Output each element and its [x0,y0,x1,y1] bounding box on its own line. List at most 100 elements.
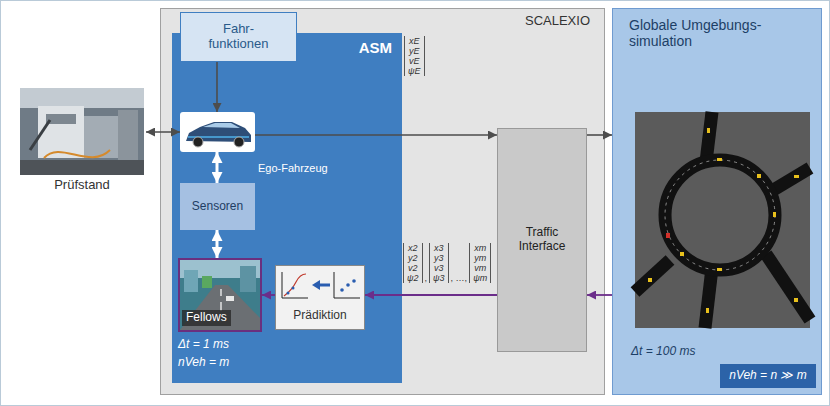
scene-building [240,266,256,292]
text-holder: Δt = 1 ms [178,338,229,352]
node-label: ASM [359,39,392,56]
connector-arrow [255,134,497,136]
photo-floor [20,160,144,175]
node-label: Globale Umgebungs- simulation [629,17,784,49]
vector-group: xE yE vE ψE [404,36,425,76]
map-vehicle [757,174,761,178]
map-vehicle [707,128,710,133]
map-vehicle [773,212,776,217]
scene-car [226,296,234,301]
map-road [770,168,810,192]
car-wheel [193,137,203,147]
chart-dot [292,287,295,290]
text-holder: SCALEXIO [525,14,590,29]
vector-group: x2 y2 v2 ψ2,x3 y3 v3 ψ3, …,xm ym vm ψm [403,243,491,283]
icon-arrowhead [312,280,320,290]
node-label: nVeh = m [178,356,229,370]
lane-mark [665,160,775,270]
bench-photo [20,88,144,175]
text-holder: Ego-Fahrzeug [258,162,328,175]
state-vector: xE yE vE ψE [404,36,425,76]
connector-arrow [216,152,219,183]
separator: , …, [451,273,468,283]
scene-ground [180,260,260,330]
photo-ceiling [20,88,144,108]
text-holder: Traffic Interface [498,129,586,351]
machine-part [84,116,118,158]
prediction-icon [282,272,360,298]
machine-part [38,106,84,158]
node-label: Fahr- funktionen [199,22,279,52]
connector-arrow [365,294,497,296]
connector-arrow [587,294,612,296]
lane-mark [220,289,221,311]
node-label: Prüfstand [54,178,110,193]
connector-arrow [587,134,612,136]
car-picture [186,122,251,147]
chart-axes [334,272,360,298]
map-vehicle [648,278,652,282]
node-label: Fellows [182,310,231,326]
cable [30,120,50,150]
cable [44,150,110,158]
car-window [203,123,240,128]
map-vehicle [717,268,722,271]
state-vector: x3 y3 v3 ψ3 [429,243,449,283]
platform-box: Fahr- funktionenEgo-FahrzeugSensorenFell… [160,8,605,395]
map-vehicle [717,158,722,161]
node-label: Δt = 100 ms [631,345,695,359]
photo-ground [20,88,144,175]
fellows-scene [180,260,260,330]
scene-building [184,270,198,292]
chart-dot [346,283,350,287]
count-badge: nVeh = n ≫ m [720,364,816,388]
text-holder: Fahr- funktionen [181,13,296,61]
text-holder: Prüfstand [18,178,146,193]
car-wheel [234,137,244,147]
text-holder: Fellows [182,310,231,326]
interface-box: Traffic Interface [497,128,587,352]
connector-arrow [216,230,219,258]
text-holder: Prädiktion [276,309,364,323]
node-label: SCALEXIO [525,14,590,29]
map-vehicle [794,298,798,302]
text-holder: nVeh = n ≫ m [720,364,816,388]
connector-arrow [146,131,180,133]
map-vehicles [648,128,799,313]
map-road [705,268,712,328]
sensor-box: Sensoren [180,183,255,230]
chart-dot [287,292,290,295]
function-box: Fahr- funktionen [180,12,297,62]
node-label: Prädiktion [293,309,346,323]
scene-tree [202,276,212,288]
text-holder: nVeh = m [178,356,229,370]
map-road [766,254,810,320]
connector-arrow [262,294,275,296]
chart-dot [352,279,356,283]
state-vector: xm ym vm ψm [469,243,491,283]
roundabout-map [635,112,810,328]
node-label: Δt = 1 ms [178,338,229,352]
state-vector: x2 y2 v2 ψ2 [403,243,423,283]
model-box: Fahr- funktionenEgo-FahrzeugSensorenFell… [172,33,402,383]
node-label: Ego-Fahrzeug [258,162,328,175]
map-vehicle [680,252,684,256]
scene-road [180,285,260,330]
node-label: Sensoren [192,200,243,214]
connector-arrow [216,62,218,112]
map-vehicle [666,233,670,238]
chart-curve [284,274,306,296]
node-label: Traffic Interface [503,226,581,254]
chart-axes [282,272,308,298]
separator: , [425,273,428,283]
text-holder: ASM [359,39,392,56]
map-vehicle [794,175,799,178]
text-holder: Globale Umgebungs- simulation [629,17,784,49]
chart-dot [340,288,344,292]
text-holder: Sensoren [180,183,255,230]
map-ground [635,112,810,328]
machine-part [118,110,138,160]
machine-part [46,114,76,124]
text-holder: Δt = 100 ms [631,345,695,359]
